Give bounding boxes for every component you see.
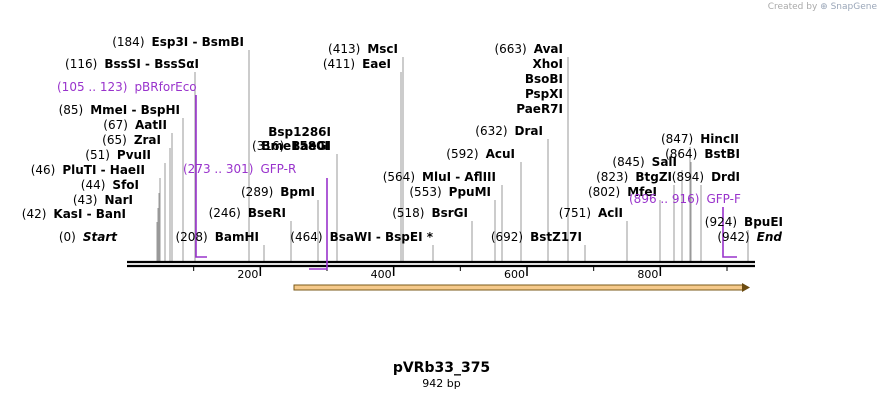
leader-lines	[156, 50, 749, 262]
label-bamhi[interactable]: (208)BamHI	[175, 230, 259, 244]
ruler: 200 400 600 800	[193, 266, 728, 281]
ruler-label-400: 400	[371, 268, 392, 281]
credit-prefix: Created by	[767, 2, 818, 12]
ruler-label-800: 800	[637, 268, 658, 281]
label-xhoi[interactable]: XhoI	[532, 57, 563, 71]
label-bsssi-bsss-i[interactable]: (116)BssSI - BssSαI	[65, 57, 199, 71]
label-end[interactable]: (942)End	[717, 230, 782, 244]
primer-marks	[195, 95, 737, 270]
feature-track[interactable]	[293, 283, 750, 292]
label-paer7i[interactable]: PaeR7I	[516, 102, 563, 116]
label-bsrgi[interactable]: (518)BsrGI	[392, 206, 468, 220]
label-aatii[interactable]: (67)AatII	[103, 118, 167, 132]
label-sali[interactable]: (845)SalI	[612, 155, 677, 169]
label-start[interactable]: (0)Start	[59, 230, 118, 244]
label-pbrforeco[interactable]: (105 .. 123)pBRforEco	[57, 80, 197, 94]
label-eaei[interactable]: (411)EaeI	[323, 57, 391, 71]
label-bseri[interactable]: (246)BseRI	[209, 206, 286, 220]
plasmid-size: 942 bp	[422, 377, 461, 390]
label-kasi-bani[interactable]: (42)KasI - BanI	[22, 207, 126, 221]
label-bpmi[interactable]: (289)BpmI	[241, 185, 315, 199]
label-nari[interactable]: (43)NarI	[73, 193, 133, 207]
label-bstbi[interactable]: (864)BstBI	[665, 147, 740, 161]
label-sfoi[interactable]: (44)SfoI	[81, 178, 139, 192]
label-pvuii[interactable]: (51)PvuII	[85, 148, 151, 162]
label-msci[interactable]: (413)MscI	[328, 42, 398, 56]
plasmid-name: pVRb33_375	[392, 360, 491, 376]
credit-brand: SnapGene	[830, 2, 877, 12]
label-bsawi-bspei[interactable]: (464)BsaWI - BspEI *	[290, 230, 433, 244]
snapgene-credit: Created by ⊕ SnapGene	[768, 2, 877, 12]
primer-mark-0	[195, 95, 207, 258]
feature-arrowhead	[742, 283, 750, 292]
ruler-label-600: 600	[504, 268, 525, 281]
label-drai[interactable]: (632)DraI	[475, 124, 543, 138]
dna-backbone	[127, 260, 755, 268]
label-avai[interactable]: (663)AvaI	[494, 42, 563, 56]
primer-mark-2	[722, 207, 737, 258]
site-labels: (184)Esp3I - BsmBI (116)BssSI - BssSαI (10…	[22, 35, 783, 244]
label-mmei-bsphi[interactable]: (85)MmeI - BspHI	[59, 103, 180, 117]
label-bstz17i[interactable]: (692)BstZ17I	[491, 230, 582, 244]
label-hincii[interactable]: (847)HincII	[661, 132, 739, 146]
label-bsp1286i[interactable]: Bsp1286I	[268, 125, 331, 139]
label-mfei[interactable]: (802)MfeI	[588, 185, 657, 199]
feature-body[interactable]	[293, 284, 744, 291]
snapgene-logo-icon: ⊕	[820, 2, 828, 12]
label-mlui-afliii[interactable]: (564)MluI - AflIII	[383, 170, 496, 184]
primer-mark-1	[309, 178, 328, 270]
label-bme1580i[interactable]: Bme1580I	[261, 139, 329, 153]
label-gfp-f[interactable]: (896 .. 916)GFP-F	[629, 192, 741, 206]
label-esp3i-bsmbi[interactable]: (184)Esp3I - BsmBI	[112, 35, 244, 49]
label-baegi[interactable]: (316)BaeGI	[252, 139, 331, 153]
label-pluti-haeii[interactable]: (46)PluTI - HaeII	[31, 163, 145, 177]
label-gfp-r[interactable]: (273 .. 301)GFP-R	[183, 162, 296, 176]
label-acli[interactable]: (751)AclI	[559, 206, 623, 220]
label-btgzi[interactable]: (823)BtgZI	[596, 170, 672, 184]
label-bpuei[interactable]: (924)BpuEI	[705, 215, 783, 229]
label-ppumi[interactable]: (553)PpuMI	[409, 185, 491, 199]
label-bsobi[interactable]: BsoBI	[525, 72, 563, 86]
ruler-label-200: 200	[237, 268, 258, 281]
label-zrai[interactable]: (65)ZraI	[102, 133, 161, 147]
label-acui[interactable]: (592)AcuI	[446, 147, 515, 161]
label-pspxi[interactable]: PspXI	[525, 87, 563, 101]
label-drdi[interactable]: (894)DrdI	[672, 170, 740, 184]
plasmid-linear-map: 200 400 600 800 (184)Esp3I - BsmBI (116)BssS…	[22, 35, 783, 292]
